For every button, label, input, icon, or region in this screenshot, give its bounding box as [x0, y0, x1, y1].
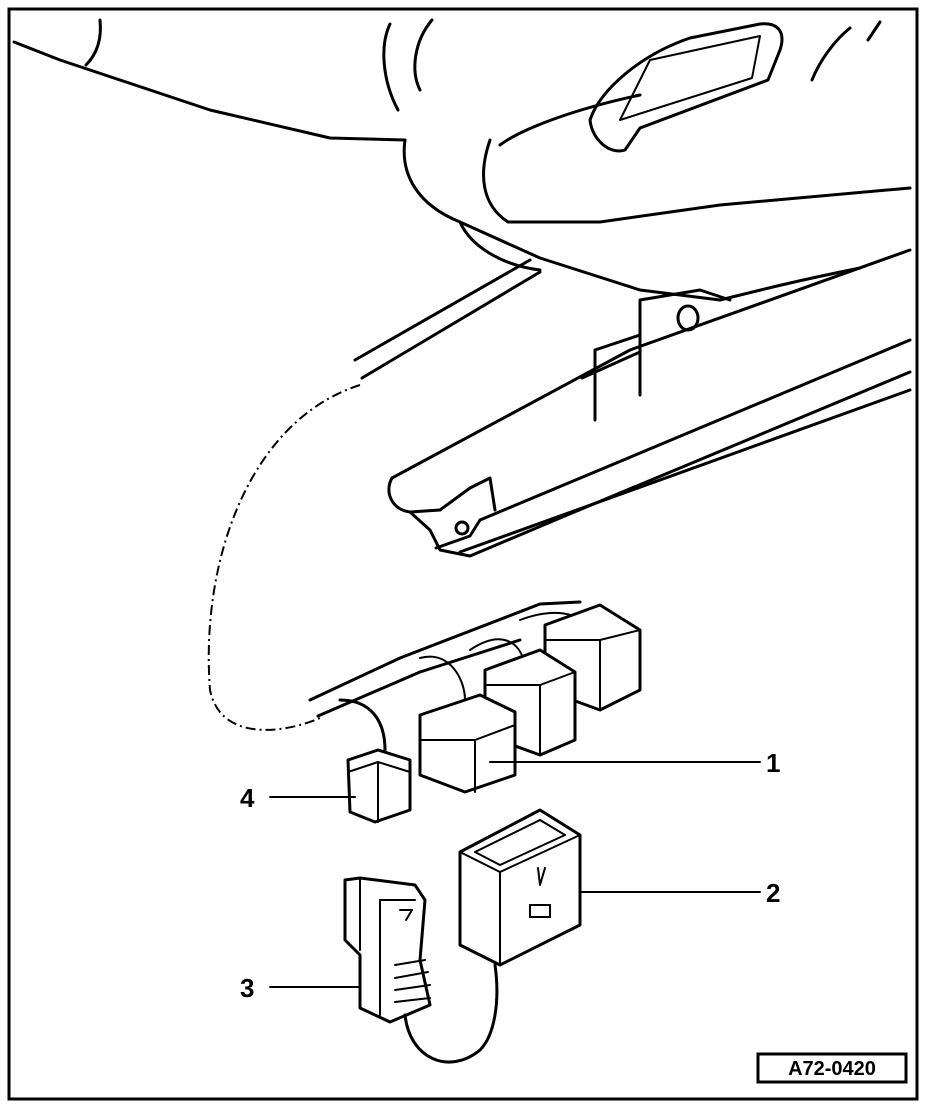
figure-id-label: A72-0420 — [788, 1058, 876, 1080]
connecting-cable — [403, 963, 499, 1064]
plug-connector — [343, 876, 432, 1024]
callout-4: 4 — [240, 783, 255, 813]
callout-leaders — [269, 761, 761, 988]
wiring-route-line — [207, 384, 361, 731]
small-connector — [346, 748, 412, 824]
seat-cushion — [12, 18, 912, 302]
callout-2: 2 — [766, 878, 780, 908]
callout-1: 1 — [766, 748, 780, 778]
seat-rail — [353, 248, 912, 558]
connector-group — [418, 603, 642, 794]
single-connector — [458, 808, 582, 967]
figure-id-box — [756, 1052, 908, 1084]
callout-3: 3 — [240, 973, 254, 1003]
